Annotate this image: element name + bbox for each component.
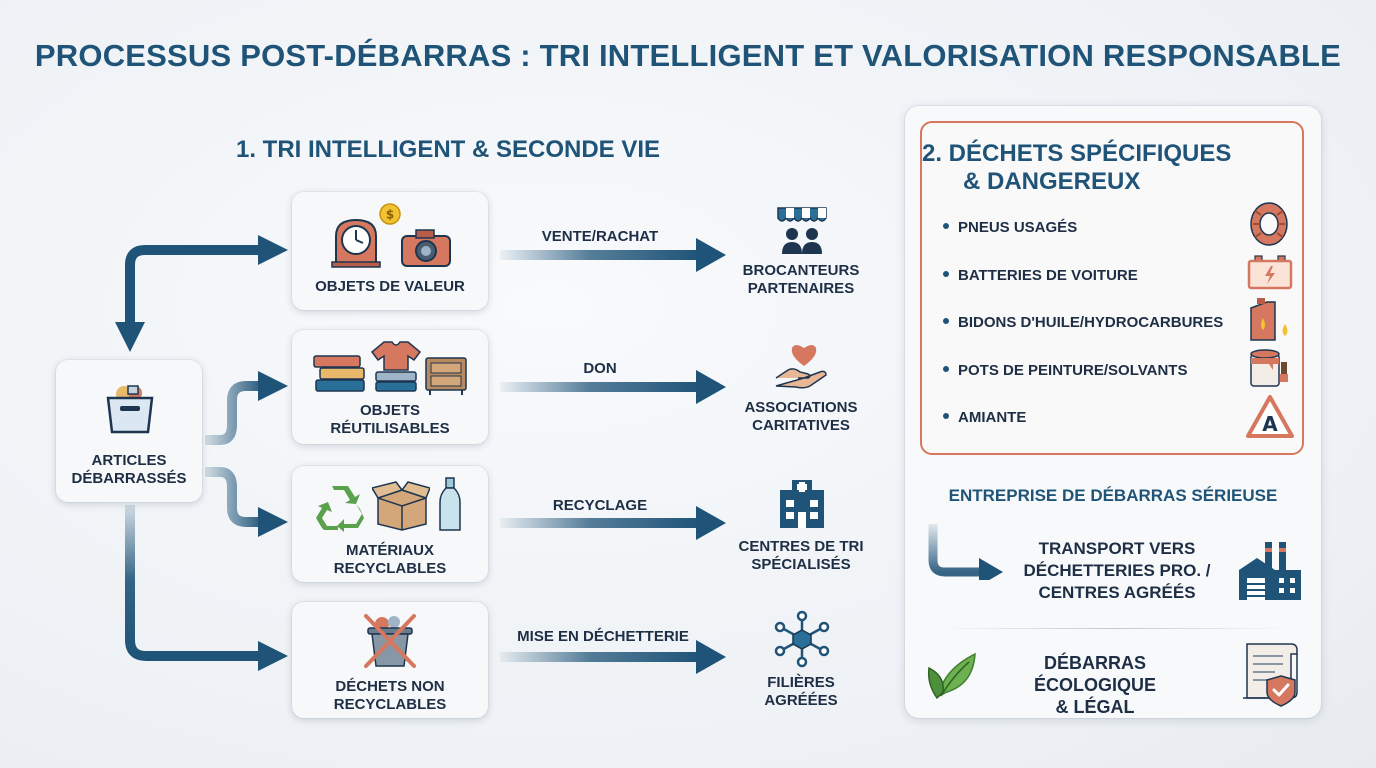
tire-icon — [1250, 202, 1288, 246]
clothes-icon — [370, 341, 422, 392]
recycle-icon — [316, 486, 364, 532]
destination-sorting-centers: CENTRES DE TRI SPÉCIALISÉS — [711, 538, 891, 574]
hazardous-waste-box — [920, 121, 1304, 455]
hazard-item-paint: POTS DE PEINTURE/SOLVANTS — [943, 362, 1187, 379]
section1-title: 1. TRI INTELLIGENT & SECONDE VIE — [236, 136, 661, 163]
category-label-line2: RÉUTILISABLES — [330, 420, 450, 437]
source-label-line1: ARTICLES — [91, 452, 167, 469]
asbestos-badge: A — [1262, 412, 1278, 436]
section2-title-line1: 2. DÉCHETS SPÉCIFIQUES — [922, 140, 1232, 167]
arrow-to-recyclable — [205, 467, 265, 527]
hazard-item-tires: PNEUS USAGÉS — [943, 219, 1077, 236]
oil-can-icon — [1250, 298, 1288, 341]
destination-line2: CARITATIVES — [752, 417, 850, 434]
hazard-label: POTS DE PEINTURE/SOLVANTS — [958, 362, 1188, 379]
building-icon — [780, 480, 824, 528]
books-icon — [313, 355, 365, 392]
category-label-line1: MATÉRIAUX — [345, 542, 435, 559]
transport-line1: TRANSPORT VERS — [1038, 539, 1196, 558]
source-label-line2: DÉBARRASSÉS — [71, 470, 187, 487]
destination-charities: ASSOCIATIONS CARITATIVES — [711, 399, 891, 435]
flow-label-disposal: MISE EN DÉCHETTERIE — [517, 628, 689, 645]
section2-title: 2. DÉCHETS SPÉCIFIQUES & DANGEREUX — [922, 140, 1231, 196]
hazard-label: BIDONS D'HUILE/HYDROCARBURES — [958, 314, 1224, 331]
source-card: ARTICLES DÉBARRASSÉS — [56, 360, 202, 502]
hazard-item-oil: BIDONS D'HUILE/HYDROCARBURES — [943, 314, 1223, 331]
arrow-to-valuables — [125, 245, 265, 325]
category-label-line1: OBJETS — [359, 402, 420, 419]
destination-line1: CENTRES DE TRI — [738, 538, 864, 555]
page-title: PROCESSUS POST-DÉBARRAS : TRI INTELLIGEN… — [34, 38, 1342, 73]
eco-text: DÉBARRAS ÉCOLOGIQUE & LÉGAL — [985, 652, 1205, 718]
enterprise-title: ENTREPRISE DE DÉBARRAS SÉRIEUSE — [948, 486, 1278, 505]
certificate-icon — [1243, 643, 1298, 707]
eco-line2: & LÉGAL — [1055, 697, 1135, 717]
flow-label-donation: DON — [583, 360, 617, 377]
battery-icon — [1247, 255, 1293, 290]
destination-approved-channels: FILIÈRES AGRÉÉES — [711, 674, 891, 710]
transport-arrow — [928, 524, 1003, 580]
category-label: OBJETS DE VALEUR — [315, 278, 465, 295]
box-icon — [372, 481, 430, 531]
leaf-icon — [927, 652, 976, 700]
coin-icon: $ — [379, 203, 401, 225]
destination-line2: SPÉCIALISÉS — [751, 556, 851, 573]
flow-label-recycling: RECYCLAGE — [552, 497, 648, 514]
hazard-label: AMIANTE — [958, 409, 1027, 426]
transport-line3: CENTRES AGRÉÉS — [1038, 583, 1196, 602]
network-icon — [774, 610, 830, 668]
factory-icon — [1239, 542, 1301, 600]
arrow-to-reusable — [205, 381, 265, 445]
category-card-recyclable: MATÉRIAUX RECYCLABLES — [292, 466, 488, 582]
category-card-valuables: $ OBJETS DE VALEUR — [292, 192, 488, 310]
category-label-line2: RECYCLABLES — [333, 696, 447, 713]
dresser-icon — [425, 357, 467, 395]
category-card-nonrecyclable: DÉCHETS NON RECYCLABLES — [292, 602, 488, 718]
hazard-item-asbestos: AMIANTE — [943, 409, 1026, 426]
hazard-label: BATTERIES DE VOITURE — [958, 267, 1138, 284]
flow-label-sale: VENTE/RACHAT — [541, 228, 659, 245]
transport-line2: DÉCHETTERIES PRO. / — [1023, 561, 1211, 580]
category-label-line1: DÉCHETS NON — [335, 678, 445, 695]
asbestos-warning-icon: A — [1246, 395, 1294, 438]
category-card-reusable: OBJETS RÉUTILISABLES — [292, 330, 488, 444]
arrow-to-nonrecyclable — [125, 505, 265, 661]
destination-line1: BROCANTEURS — [742, 262, 860, 279]
destination-line1: FILIÈRES — [767, 674, 835, 691]
destination-line2: PARTENAIRES — [747, 280, 855, 297]
destination-line2: AGRÉÉES — [764, 692, 838, 709]
category-label-line2: RECYCLABLES — [333, 560, 447, 577]
hazard-item-batteries: BATTERIES DE VOITURE — [943, 267, 1138, 284]
camera-icon — [401, 229, 451, 267]
crossed-bin-icon — [364, 614, 416, 668]
eco-line1: DÉBARRAS ÉCOLOGIQUE — [1033, 653, 1156, 695]
clock-icon — [331, 218, 381, 268]
shop-icon — [777, 207, 827, 254]
paint-can-icon — [1250, 349, 1288, 387]
heart-hand-icon — [775, 345, 827, 389]
transport-text: TRANSPORT VERS DÉCHETTERIES PRO. / CENTR… — [1017, 538, 1217, 604]
svg-text:$: $ — [386, 208, 394, 222]
panel-divider — [935, 628, 1291, 629]
right-panel: 2. DÉCHETS SPÉCIFIQUES & DANGEREUX PNEUS… — [905, 106, 1321, 718]
section2-title-line2: & DANGEREUX — [963, 168, 1141, 195]
bottle-icon — [439, 477, 461, 531]
basket-icon — [106, 385, 154, 434]
destination-dealers: BROCANTEURS PARTENAIRES — [711, 262, 891, 298]
hazard-label: PNEUS USAGÉS — [958, 219, 1078, 236]
destination-line1: ASSOCIATIONS — [744, 399, 858, 416]
